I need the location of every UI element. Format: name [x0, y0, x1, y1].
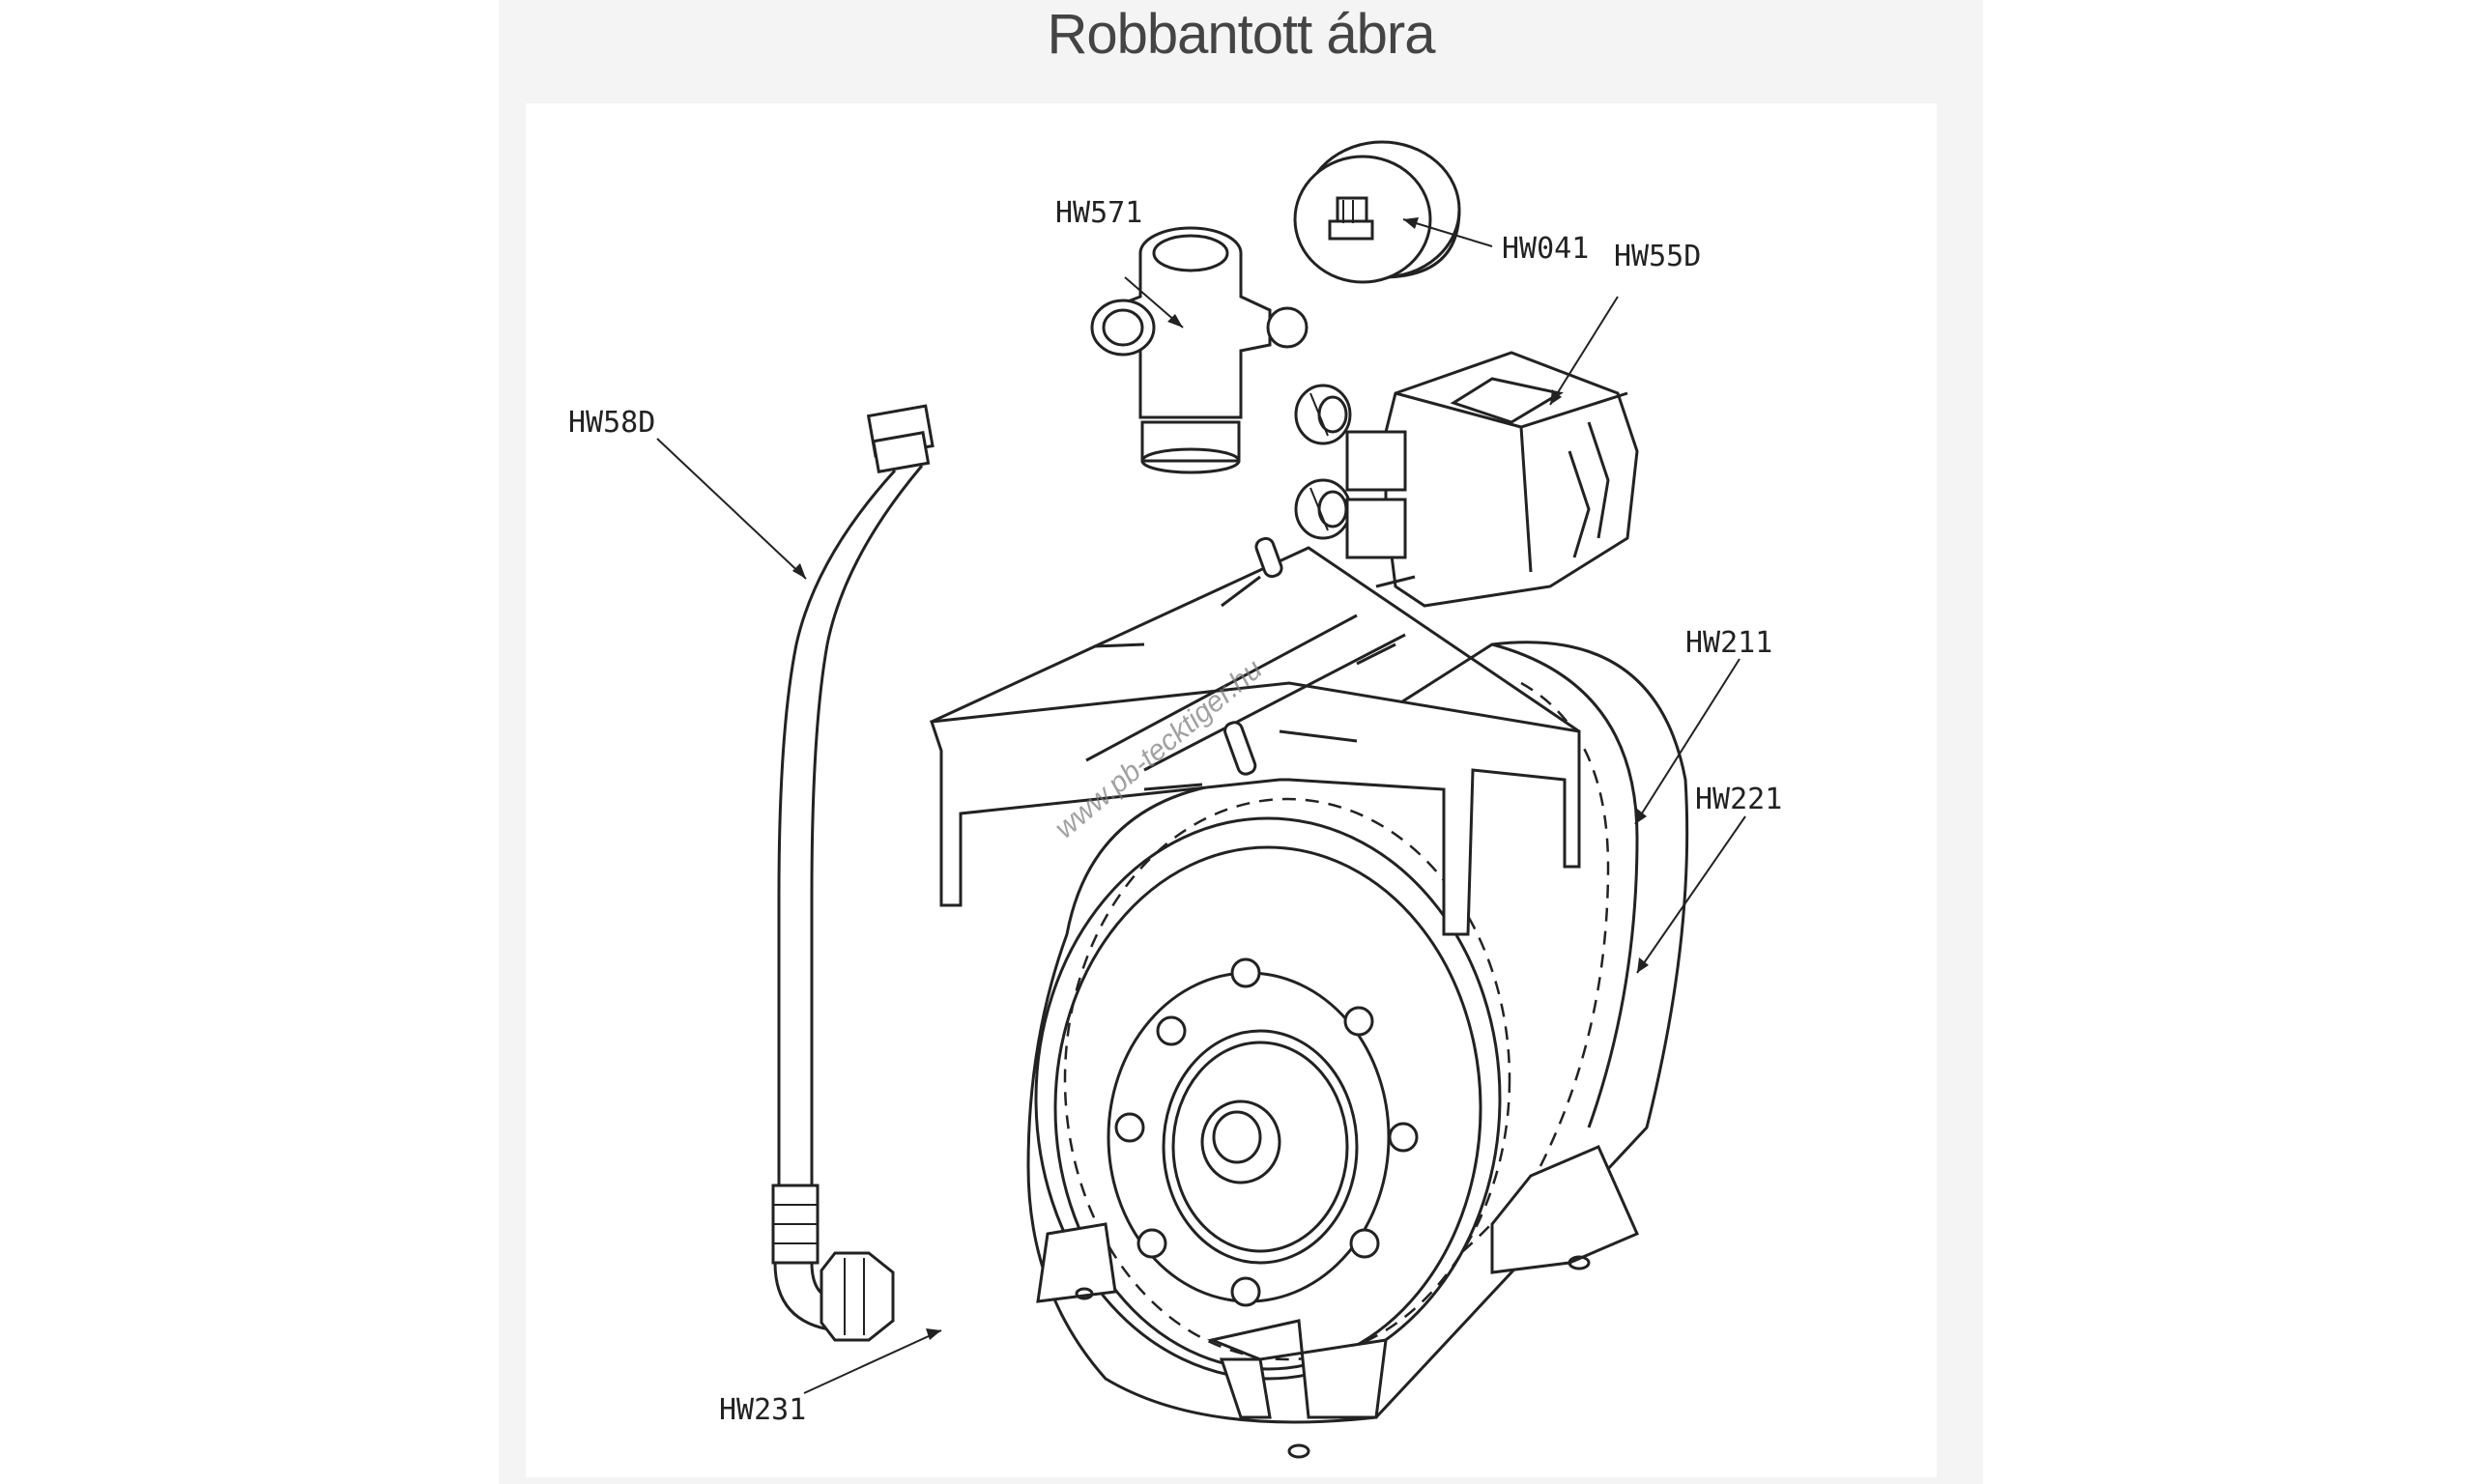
pressure-switch [1345, 351, 1639, 608]
callout-hw55d: HW55D [1614, 240, 1701, 273]
nipple-top [1294, 384, 1352, 445]
tank-foot-left [1036, 1222, 1117, 1303]
callout-hw211: HW211 [1685, 626, 1772, 660]
five-way-fitting [1090, 226, 1309, 474]
nipple-bottom [1294, 478, 1352, 540]
pressure-tank [929, 536, 1689, 1459]
flexible-hose [771, 404, 935, 1342]
callout-hw571: HW571 [1055, 196, 1142, 230]
callout-hw231: HW231 [719, 1393, 806, 1427]
tank-foot-front [1206, 1319, 1388, 1459]
callout-hw041: HW041 [1502, 232, 1589, 266]
callout-hw221: HW221 [1695, 783, 1782, 816]
exploded-diagram-svg: HW571 HW041 HW55D HW58D HW211 HW221 HW23… [568, 140, 1782, 1459]
flange-bolts [1114, 957, 1419, 1307]
leader-lines [656, 217, 1746, 1394]
tank-foot-right [1490, 1145, 1639, 1274]
callout-hw58d: HW58D [568, 406, 655, 440]
figure-title: Robbantott ábra [1047, 3, 1436, 66]
exploded-diagram: HW571 HW041 HW55D HW58D HW211 HW221 HW23… [526, 103, 1937, 1477]
pressure-gauge [1293, 140, 1461, 284]
